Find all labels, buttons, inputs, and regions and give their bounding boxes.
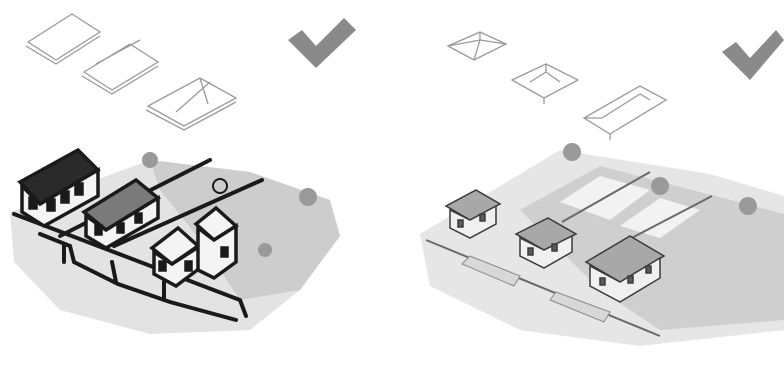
hip-roof-outline [512, 64, 578, 104]
pyramid-roof-outline [448, 32, 506, 60]
tree [563, 143, 581, 161]
tree [142, 152, 158, 168]
hip-roof-outline [146, 78, 236, 130]
tree [739, 197, 757, 215]
tree [258, 243, 272, 257]
tree [299, 188, 317, 206]
tree [651, 177, 669, 195]
flat-roof-outline [26, 14, 100, 64]
hip-roof-outline [584, 86, 666, 140]
check-mark-icon [288, 18, 356, 68]
right-panel [420, 30, 784, 346]
left-panel [10, 14, 356, 334]
left-roof-outlines [26, 14, 236, 130]
check-mark-icon [722, 30, 784, 80]
gable-roof-outline [82, 40, 158, 94]
right-roof-outlines [448, 32, 666, 140]
